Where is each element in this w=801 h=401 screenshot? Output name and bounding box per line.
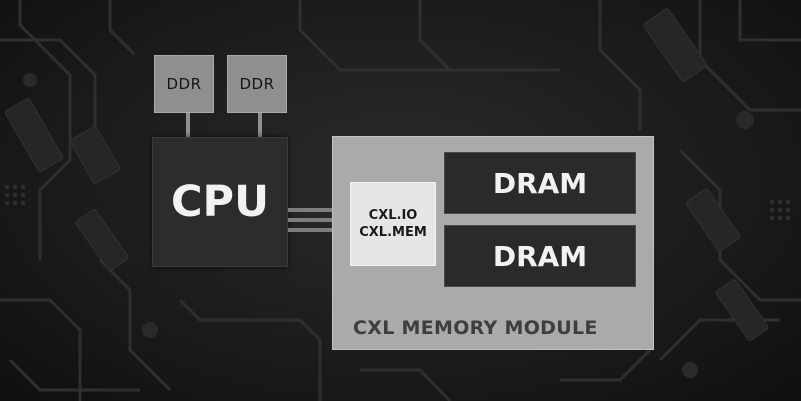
ddr-link-1 [186, 113, 190, 137]
cpu-block: CPU [152, 137, 288, 267]
cxl-controller: CXL.IO CXL.MEM [350, 182, 436, 266]
ddr-module-2: DDR [227, 55, 287, 113]
dram-chip-1: DRAM [444, 152, 636, 214]
cxl-bus-line-3 [288, 228, 350, 232]
cxl-mem-label: CXL.MEM [359, 225, 427, 240]
dram-chip-2: DRAM [444, 225, 636, 287]
cxl-bus-line-2 [288, 218, 350, 222]
cxl-io-label: CXL.IO [368, 208, 418, 223]
ddr-link-2 [258, 113, 262, 137]
ddr-module-1: DDR [154, 55, 214, 113]
cxl-memory-module-label: CXL MEMORY MODULE [353, 317, 598, 339]
cxl-bus-line-1 [288, 208, 350, 212]
